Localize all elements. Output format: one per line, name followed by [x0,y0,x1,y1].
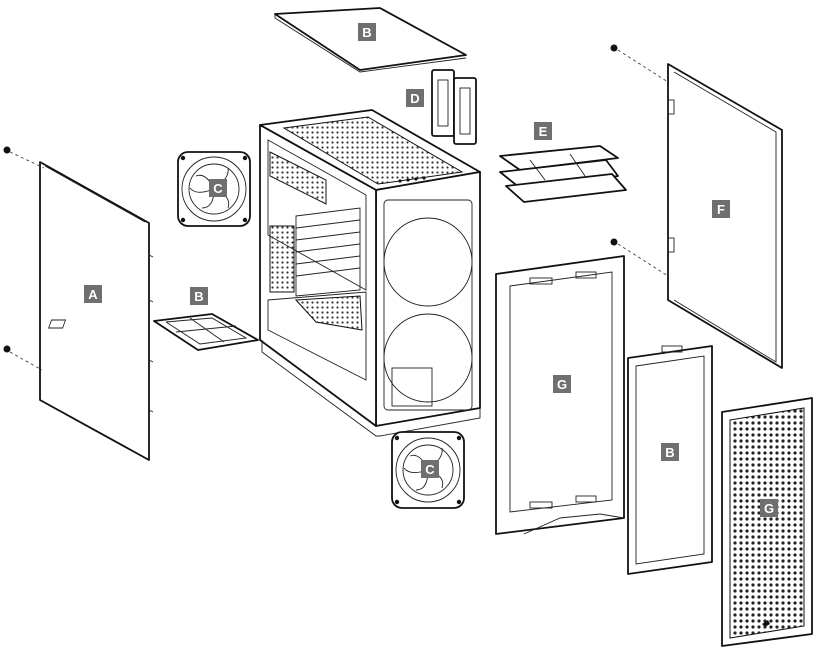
main-chassis [260,110,480,436]
svg-text:B: B [362,25,371,40]
svg-text:E: E [539,124,548,139]
left-side-panel [4,147,154,461]
thumbscrew-icon [4,346,43,371]
thumbscrew-icon [611,45,669,83]
callout-d-ssd-brackets: D [406,89,424,107]
callout-f-side-panel: F [712,200,730,218]
callout-c-top-fan: C [209,179,227,197]
front-mesh-panel [722,398,812,646]
svg-text:B: B [194,289,203,304]
callout-b-top-filter: B [358,23,376,41]
right-side-panel [611,45,783,369]
svg-text:G: G [764,501,774,516]
svg-text:B: B [665,445,674,460]
callout-g-front-mesh: G [760,499,778,517]
svg-text:A: A [88,287,98,302]
hdd-cage [500,146,626,202]
svg-text:C: C [213,181,223,196]
callout-g-front-bezel: G [553,375,571,393]
thumbscrew-icon [4,147,45,169]
front-bezel [496,256,624,534]
callout-b-bottom-filter: B [190,287,208,305]
callout-b-front-filter: B [661,443,679,461]
callout-c-bottom-fan: C [421,460,439,478]
callout-e-hdd-cage: E [534,122,552,140]
callout-a-side-panel: A [84,285,102,303]
svg-text:F: F [717,202,725,217]
svg-text:G: G [557,377,567,392]
svg-text:C: C [425,462,435,477]
ssd-brackets [432,70,476,144]
svg-text:D: D [410,91,419,106]
